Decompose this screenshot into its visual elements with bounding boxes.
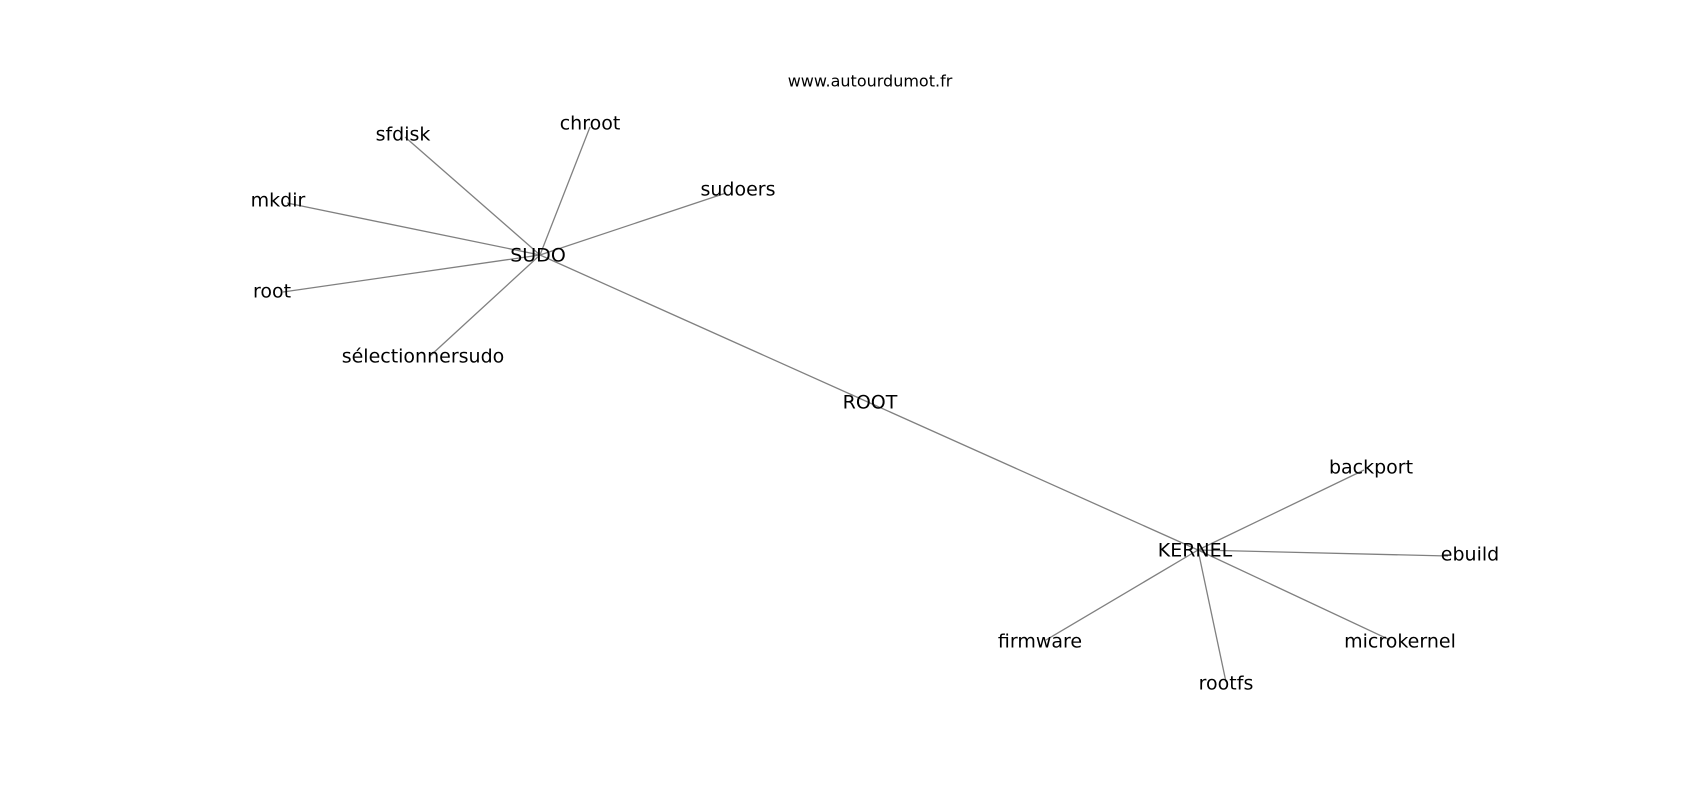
node-selectionnersudo: sélectionnersudo — [342, 346, 505, 368]
node-microkernel: microkernel — [1344, 631, 1456, 653]
edge-kernel-firmware — [1045, 549, 1199, 641]
node-kernel: KERNEL — [1158, 540, 1233, 562]
edge-root-node-kernel — [869, 402, 1199, 551]
edge-kernel-ebuild — [1197, 549, 1449, 557]
edge-kernel-rootfs — [1197, 549, 1227, 683]
node-sudoers: sudoers — [700, 179, 775, 201]
node-chroot: chroot — [560, 113, 621, 135]
node-root: root — [253, 281, 291, 303]
nodes-layer: ROOT SUDO KERNEL sfdisk chroot sudoers mkdir ro… — [251, 113, 1500, 695]
node-root-node: ROOT — [843, 392, 898, 414]
edge-root-node-sudo — [539, 254, 871, 404]
source-watermark: www.autourdumot.fr — [788, 72, 953, 91]
edge-sudo-chroot — [539, 126, 591, 256]
node-sfdisk: sfdisk — [376, 124, 431, 146]
edge-sudo-root — [282, 254, 541, 293]
edge-kernel-backport — [1197, 469, 1365, 551]
edges-layer — [282, 126, 1449, 683]
edge-sudo-sudoers — [539, 192, 727, 256]
edge-sudo-selectionnersudo — [429, 254, 541, 357]
node-mkdir: mkdir — [251, 190, 306, 212]
node-backport: backport — [1329, 457, 1413, 479]
node-sudo: SUDO — [510, 245, 566, 267]
edge-sudo-sfdisk — [404, 136, 541, 256]
node-ebuild: ebuild — [1441, 544, 1499, 566]
node-rootfs: rootfs — [1199, 673, 1254, 695]
node-firmware: firmware — [998, 631, 1082, 653]
edge-kernel-microkernel — [1197, 549, 1391, 641]
edge-sudo-mkdir — [286, 202, 541, 256]
